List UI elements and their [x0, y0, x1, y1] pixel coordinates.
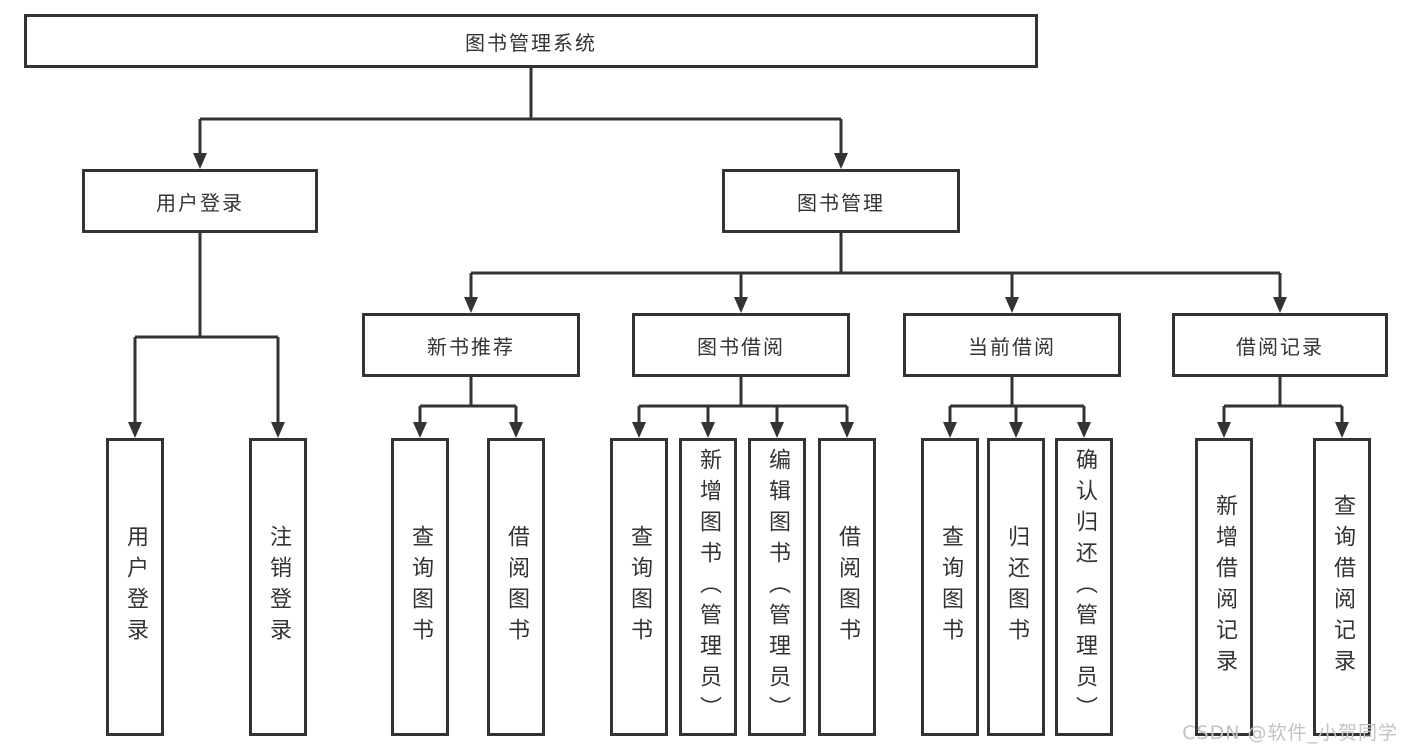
arrow-down-icon: [509, 422, 523, 438]
leaf-borrow-books-1: 借阅图书: [487, 438, 545, 736]
arrow-down-icon: [271, 422, 285, 438]
leaf-add-book-admin: 新增图书（管理员）: [679, 438, 737, 736]
leaf-add-borrow-record: 新增借阅记录: [1195, 438, 1253, 736]
connector-userlogin-to-leaves: [133, 233, 280, 423]
node-new-book-recommend: 新书推荐: [362, 313, 580, 377]
node-book-management-branch: 图书管理: [722, 169, 960, 233]
node-borrowing-records: 借阅记录: [1172, 313, 1388, 377]
leaf-edit-book-admin: 编辑图书（管理员）: [748, 438, 806, 736]
node-user-login-branch: 用户登录: [82, 169, 318, 233]
connector-records-to-leaves: [1222, 377, 1344, 423]
arrow-down-icon: [770, 422, 784, 438]
arrow-down-icon: [632, 422, 646, 438]
arrow-down-icon: [1217, 422, 1231, 438]
arrow-down-icon: [413, 422, 427, 438]
leaf-query-books-1: 查询图书: [391, 438, 449, 736]
leaf-confirm-return-admin: 确认归还（管理员）: [1055, 438, 1113, 736]
leaf-query-books-2: 查询图书: [610, 438, 668, 736]
leaf-user-login: 用户登录: [106, 438, 164, 736]
arrow-down-icon: [734, 297, 748, 313]
arrow-down-icon: [464, 297, 478, 313]
arrow-down-icon: [1077, 422, 1091, 438]
arrow-down-icon: [840, 422, 854, 438]
leaf-query-books-3: 查询图书: [921, 438, 979, 736]
connector-root-to-level2: [198, 68, 843, 154]
leaf-logout: 注销登录: [249, 438, 307, 736]
leaf-query-borrow-record: 查询借阅记录: [1313, 438, 1371, 736]
arrow-down-icon: [128, 422, 142, 438]
node-book-borrowing: 图书借阅: [632, 313, 850, 377]
arrowheads: [128, 153, 1349, 438]
arrow-down-icon: [834, 153, 848, 169]
connector-newbooks-to-leaves: [418, 377, 518, 423]
arrow-down-icon: [1273, 297, 1287, 313]
node-current-borrowing: 当前借阅: [903, 313, 1121, 377]
arrow-down-icon: [193, 153, 207, 169]
connector-paths: [133, 68, 1344, 423]
arrow-down-icon: [943, 422, 957, 438]
leaf-borrow-books-2: 借阅图书: [818, 438, 876, 736]
connector-bookmgmt-to-level3: [469, 233, 1282, 298]
leaf-return-book: 归还图书: [987, 438, 1045, 736]
arrow-down-icon: [701, 422, 715, 438]
connector-current-to-leaves: [948, 377, 1086, 423]
node-root-system: 图书管理系统: [24, 14, 1038, 68]
arrow-down-icon: [1335, 422, 1349, 438]
connector-borrow-to-leaves: [637, 377, 849, 423]
csdn-watermark: CSDN @软件_小贺同学: [1182, 722, 1398, 744]
arrow-down-icon: [1005, 297, 1019, 313]
arrow-down-icon: [1009, 422, 1023, 438]
